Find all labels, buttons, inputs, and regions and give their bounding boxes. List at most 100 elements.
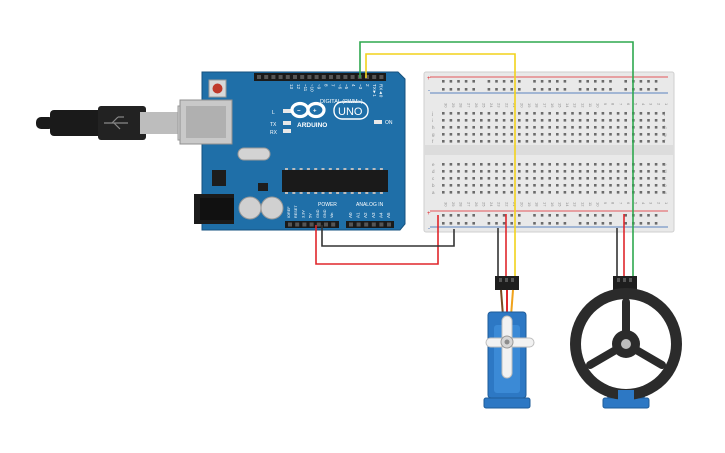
breadboard-column-label: 9 <box>603 103 608 106</box>
breadboard-column-label: 25 <box>482 103 487 108</box>
servo-horn[interactable] <box>485 315 535 379</box>
capacitor-2 <box>260 196 284 220</box>
wire-red-power[interactable] <box>315 215 439 265</box>
continuous-servo-with-wheel[interactable] <box>570 276 682 409</box>
wire-yellow[interactable] <box>365 53 516 278</box>
breadboard-column-label: 4 <box>641 103 646 106</box>
breadboard-column-label: 14 <box>565 202 570 207</box>
digital-pin-label: TX►1 <box>372 84 377 97</box>
wheel[interactable] <box>570 288 682 400</box>
digital-pin-label: ~5 <box>344 84 349 90</box>
breadboard-column-label: 1 <box>664 202 669 205</box>
analog-pin-label: A1 <box>356 212 361 218</box>
analog-pin-label: A3 <box>371 212 376 218</box>
rail-minus-bottom: - <box>428 226 430 232</box>
power-pin-label: 3.3V <box>301 210 305 218</box>
breadboard-row-label: a <box>664 190 667 195</box>
breadboard-column-label: 17 <box>542 202 547 207</box>
led-on <box>374 120 382 124</box>
digital-pin-label: 7 <box>330 84 335 87</box>
analog-label: ANALOG IN <box>356 202 384 208</box>
breadboard-column-label: 26 <box>474 202 479 207</box>
breadboard-column-label: 7 <box>618 103 623 106</box>
breadboard-row-label: d <box>432 169 435 174</box>
breadboard-column-label: 30 <box>444 103 449 108</box>
breadboard-column-label: 1 <box>664 103 669 106</box>
breadboard-row-label: i <box>432 118 433 123</box>
breadboard-row-label: c <box>432 176 435 181</box>
led-rx <box>283 129 291 133</box>
power-pin-label: GND <box>323 209 327 218</box>
breadboard-column-label: 22 <box>504 202 509 207</box>
breadboard-row-label: j <box>663 111 665 116</box>
breadboard-column-label: 16 <box>550 202 555 207</box>
breadboard-column-label: 7 <box>618 202 623 205</box>
crystal-oscillator <box>237 147 271 161</box>
breadboard-row-label: b <box>432 183 435 188</box>
led-on-label: ON <box>385 120 393 126</box>
breadboard-column-label: 29 <box>451 103 456 108</box>
breadboard-column-label: 30 <box>444 202 449 207</box>
breadboard[interactable]: + - + - 30302929282827272626252524242323… <box>423 71 675 233</box>
breadboard-column-label: 8 <box>611 202 616 205</box>
breadboard-column-label: 18 <box>535 103 540 108</box>
usb-icon <box>104 116 128 130</box>
breadboard-column-label: 15 <box>558 202 563 207</box>
analog-pin-label: A2 <box>363 212 368 218</box>
digital-pin-label: 12 <box>296 84 301 90</box>
usb-cable[interactable] <box>36 105 209 141</box>
breadboard-column-label: 6 <box>626 202 631 205</box>
breadboard-column-label: 3 <box>649 103 654 106</box>
breadboard-column-label: 27 <box>466 103 471 108</box>
power-jack <box>194 194 234 224</box>
breadboard-column-label: 17 <box>542 103 547 108</box>
reset-button[interactable] <box>208 79 227 98</box>
breadboard-column-label: 13 <box>573 103 578 108</box>
analog-header[interactable] <box>346 221 394 228</box>
led-rx-label: RX <box>270 130 278 136</box>
wire-green[interactable] <box>359 41 634 278</box>
breadboard-row-label: h <box>432 125 435 130</box>
breadboard-row-label: i <box>664 118 665 123</box>
breadboard-column-label: 4 <box>641 202 646 205</box>
wire-black-ground[interactable] <box>321 225 455 247</box>
breadboard-column-label: 6 <box>626 103 631 106</box>
power-pin-label: 5V <box>309 213 313 218</box>
power-pin-label: GND <box>316 209 320 218</box>
breadboard-column-label: 26 <box>474 103 479 108</box>
breadboard-column-label: 28 <box>459 202 464 207</box>
board-model: UNO <box>338 106 363 118</box>
breadboard-column-label: 5 <box>634 202 639 205</box>
rail-plus-bottom: + <box>427 211 431 217</box>
breadboard-row-label: f <box>432 139 434 144</box>
servo-motor[interactable] <box>483 276 535 409</box>
breadboard-column-label: 16 <box>550 103 555 108</box>
digital-pin-label: RX◄0 <box>379 84 384 98</box>
breadboard-column-label: 12 <box>580 103 585 108</box>
breadboard-column-label: 2 <box>656 103 661 106</box>
breadboard-column-label: 20 <box>520 103 525 108</box>
breadboard-column-label: 23 <box>497 202 502 207</box>
breadboard-row-label: g <box>664 132 667 137</box>
breadboard-column-label: 3 <box>649 202 654 205</box>
digital-pin-label: ~9 <box>317 84 322 90</box>
arduino-board[interactable]: L TX RX ON − + UNO ARDUINO DIGITAL (PWM~… <box>179 71 406 231</box>
breadboard-column-label: 20 <box>520 202 525 207</box>
power-pin-label: Vin <box>330 213 334 218</box>
breadboard-column-label: 11 <box>588 103 593 108</box>
capacitor-1 <box>238 196 262 220</box>
breadboard-column-label: 2 <box>656 202 661 205</box>
board-brand: ARDUINO <box>297 122 327 129</box>
breadboard-column-label: 19 <box>527 103 532 108</box>
digital-pin-label: 4 <box>351 84 356 87</box>
breadboard-column-label: 10 <box>596 202 601 207</box>
breadboard-column-label: 22 <box>504 103 509 108</box>
breadboard-column-label: 8 <box>611 103 616 106</box>
breadboard-row-label: e <box>432 162 435 167</box>
power-pin-label: IOREF <box>287 206 291 218</box>
digital-pin-label: ~6 <box>337 84 342 90</box>
digital-pins-label: DIGITAL (PWM~) <box>320 99 363 105</box>
svg-text:+: + <box>313 109 317 115</box>
analog-pin-label: A0 <box>348 212 353 218</box>
